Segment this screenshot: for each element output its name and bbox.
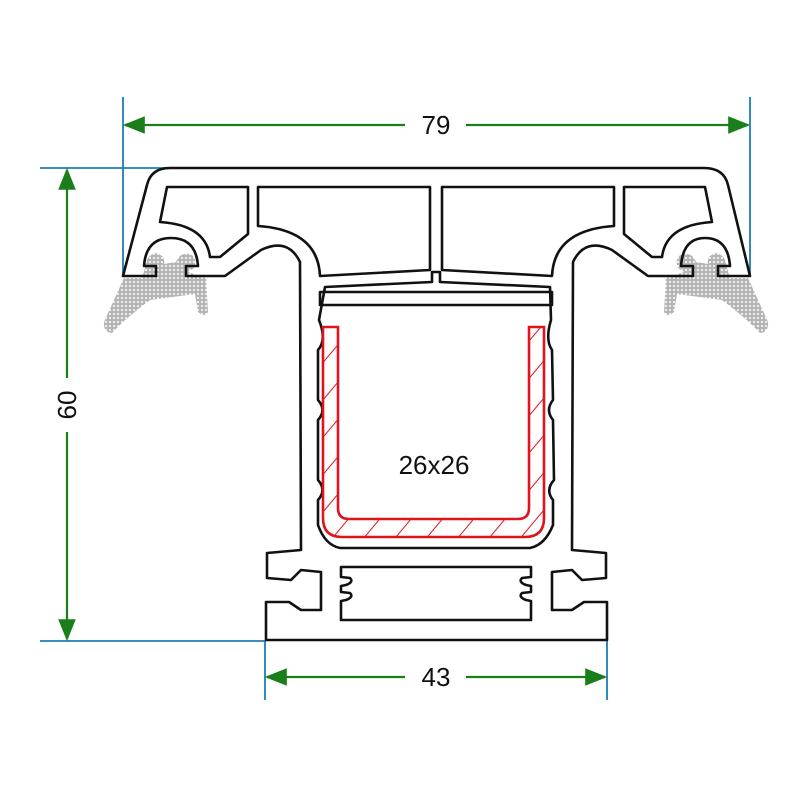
- dimension-height: 60: [52, 167, 82, 642]
- cavity-divider-strip: [318, 290, 554, 307]
- chamber-top-right: [622, 185, 714, 259]
- dim-label-43: 43: [422, 662, 451, 692]
- bottom-chamber: [339, 565, 533, 622]
- chamber-top-left: [158, 185, 250, 259]
- dimension-bottom-width: 43: [264, 662, 608, 692]
- dimension-top-width: 79: [122, 110, 751, 140]
- profile-outline: [121, 166, 752, 642]
- central-cavity: [316, 270, 556, 550]
- dim-label-60: 60: [52, 391, 82, 420]
- dim-label-79: 79: [422, 110, 451, 140]
- chamber-top-mid-right: [440, 185, 616, 278]
- gasket-right: [664, 253, 769, 333]
- tube-size-label: 26x26: [399, 450, 470, 480]
- gasket-left: [103, 253, 208, 333]
- chamber-top-mid-left: [256, 185, 432, 278]
- steel-tube-26x26: [321, 325, 546, 539]
